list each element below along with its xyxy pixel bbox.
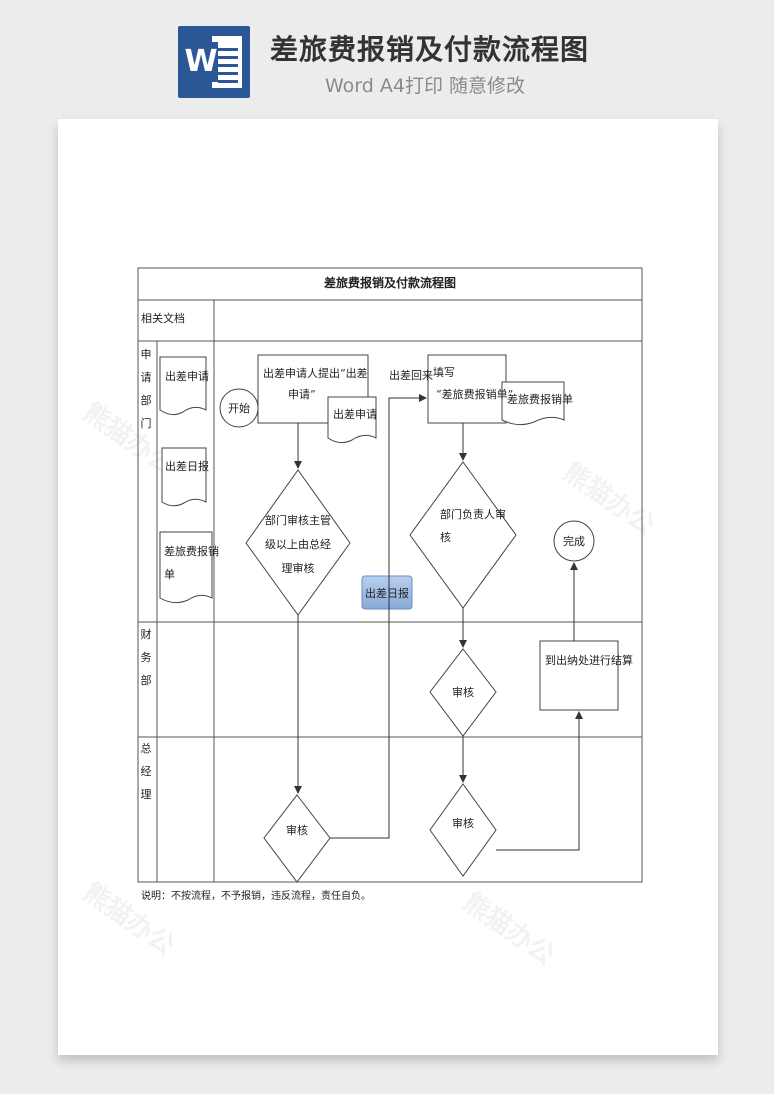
apply-doc-label: 出差申请 [333,407,377,421]
header: W 差旅费报销及付款流程图 Word A4打印 随意修改 [0,0,774,110]
svg-text:理: 理 [141,788,152,801]
connectors [294,394,583,851]
apply-doc-shape [327,396,377,444]
fill-box-line1: 填写 [433,365,455,379]
fill-box-line2: “差旅费报销单” [436,387,513,401]
table-frame [137,267,643,883]
page-title: 差旅费报销及付款流程图 [270,33,590,66]
doc-label-expense-form: 差旅费报销 [164,544,219,558]
lane-general-manager: 总 经 理 [141,741,152,801]
svg-text:门: 门 [141,416,152,430]
doc-shape-daily-report [161,447,207,507]
review2-line1: 部门负责人审 [440,507,506,521]
gm-review-diamond-left [263,794,331,883]
lane-finance: 财 务 部 [141,627,152,687]
apply-box-line1: 出差申请人提出“出差 [263,366,368,380]
footnote: 说明：不按流程，不予报销，违反流程，责任自负。 [141,889,371,902]
finish-node [553,520,595,562]
svg-text:部: 部 [141,673,152,687]
review2-line2: 核 [440,530,451,544]
svg-text:请: 请 [141,371,152,384]
doc-shape-expense-form [159,531,213,604]
review1-line3: 理审核 [282,561,315,575]
finish-label: 完成 [563,534,585,548]
doc-label-travel-application: 出差申请 [165,369,209,383]
doc-label-daily-report: 出差日报 [165,459,209,473]
settle-box [539,640,619,711]
svg-text:经: 经 [141,765,152,778]
svg-text:务: 务 [141,651,152,664]
doc-shape-travel-application [159,356,207,416]
word-letter: W [184,42,218,82]
svg-text:总: 总 [141,741,152,755]
doc-label-expense-form-2: 单 [164,568,175,581]
daily-report-label: 出差日报 [365,586,409,600]
review-diamond-dept-head [409,461,517,609]
return-label: 出差回来 [389,368,433,382]
start-label: 开始 [228,401,250,415]
svg-text:部: 部 [141,393,152,407]
lane-apply-dept: 申 请 部 门 [141,348,152,430]
page-subtitle: Word A4打印 随意修改 [325,75,526,97]
gm-review-diamond-right [429,783,497,877]
svg-text:申: 申 [141,348,152,361]
related-docs-label: 相关文档 [141,311,185,325]
svg-text:财: 财 [141,627,152,641]
table-title: 差旅费报销及付款流程图 [323,275,456,290]
daily-report-button [361,575,413,610]
word-icon: W [178,26,250,98]
review1-line1: 部门审核主管 [265,513,331,527]
settle-box-label: 到出纳处进行结算 [545,653,633,667]
gm-review-left-label: 审核 [286,823,308,837]
fill-doc-label: 差旅费报销单 [507,392,573,406]
finance-review-label: 审核 [452,685,474,699]
gm-review-right-label: 审核 [452,816,474,830]
apply-box-line2: 申请” [288,388,316,401]
review1-line2: 级以上由总经 [265,537,331,551]
fill-form-doc-shape [501,381,565,426]
